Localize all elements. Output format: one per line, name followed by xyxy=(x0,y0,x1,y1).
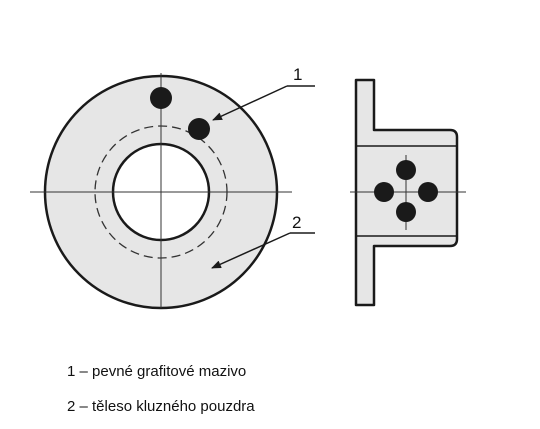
legend-item-body: 2 – těleso kluzného pouzdra xyxy=(67,398,255,415)
lubricant-plug xyxy=(418,182,438,202)
lubricant-plug xyxy=(374,182,394,202)
legend-item-lubricant: 1 – pevné grafitové mazivo xyxy=(67,363,247,380)
legend: 1 – pevné grafitové mazivo 2 – těleso kl… xyxy=(67,362,255,429)
lubricant-plug xyxy=(150,87,172,109)
callout-1: 1 xyxy=(212,65,315,121)
lubricant-plug xyxy=(396,202,416,222)
front-view xyxy=(30,73,292,310)
callout-arrow-1 xyxy=(212,85,288,121)
callout-arrow-2 xyxy=(211,232,291,269)
lubricant-plug xyxy=(396,160,416,180)
callout-2: 2 xyxy=(211,213,315,269)
side-view xyxy=(350,78,466,307)
callout-number-1: 1 xyxy=(293,65,302,84)
callout-number-2: 2 xyxy=(292,213,301,232)
lubricant-plug xyxy=(188,118,210,140)
